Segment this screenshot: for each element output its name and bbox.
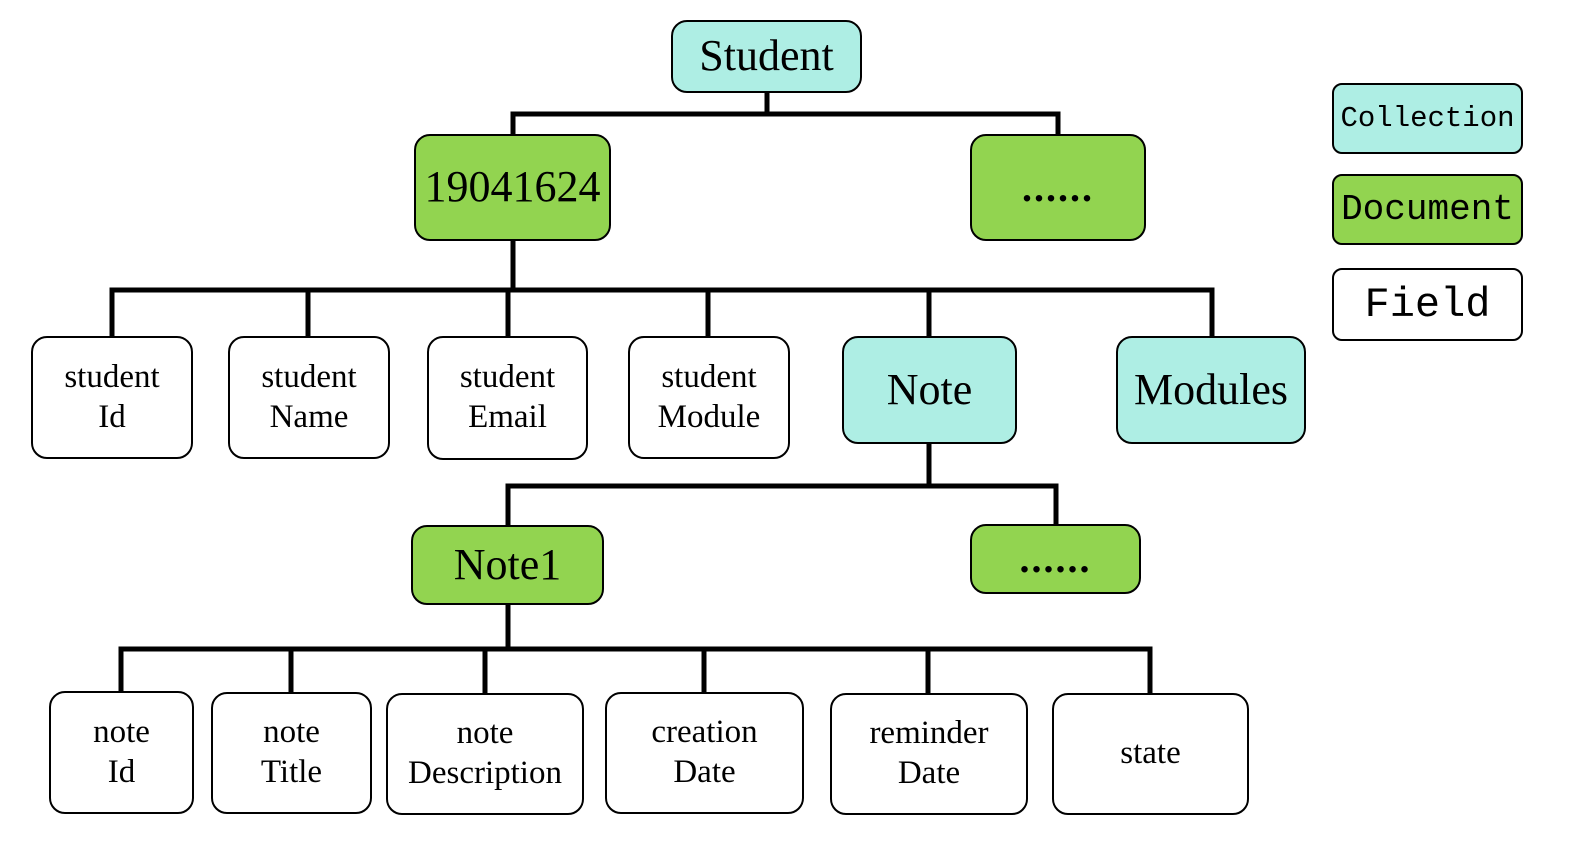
field-reminder-date: reminder Date [830,693,1028,815]
field-note-title: note Title [211,692,372,814]
student-collection: Student [671,20,862,93]
note-collection: Note [842,336,1017,444]
field-student-name: student Name [228,336,390,459]
student-document-19041624: 19041624 [414,134,611,241]
note-document-more: ...... [970,524,1141,594]
field-note-id: note Id [49,691,194,814]
field-student-email: student Email [427,336,588,460]
legend-field: Field [1332,268,1523,341]
field-student-module: student Module [628,336,790,459]
note1-document: Note1 [411,525,604,605]
modules-collection: Modules [1116,336,1306,444]
connector-student-docs [510,90,1061,137]
connector-doc-children [109,238,1215,339]
field-state: state [1052,693,1249,815]
field-note-description: note Description [386,693,584,815]
connector-note1-fields [118,602,1153,696]
legend-document: Document [1332,174,1523,245]
field-student-id: student Id [31,336,193,459]
field-creation-date: creation Date [605,692,804,814]
connector-note-docs [505,441,1059,528]
student-document-more: ...... [970,134,1146,241]
legend-collection: Collection [1332,83,1523,154]
